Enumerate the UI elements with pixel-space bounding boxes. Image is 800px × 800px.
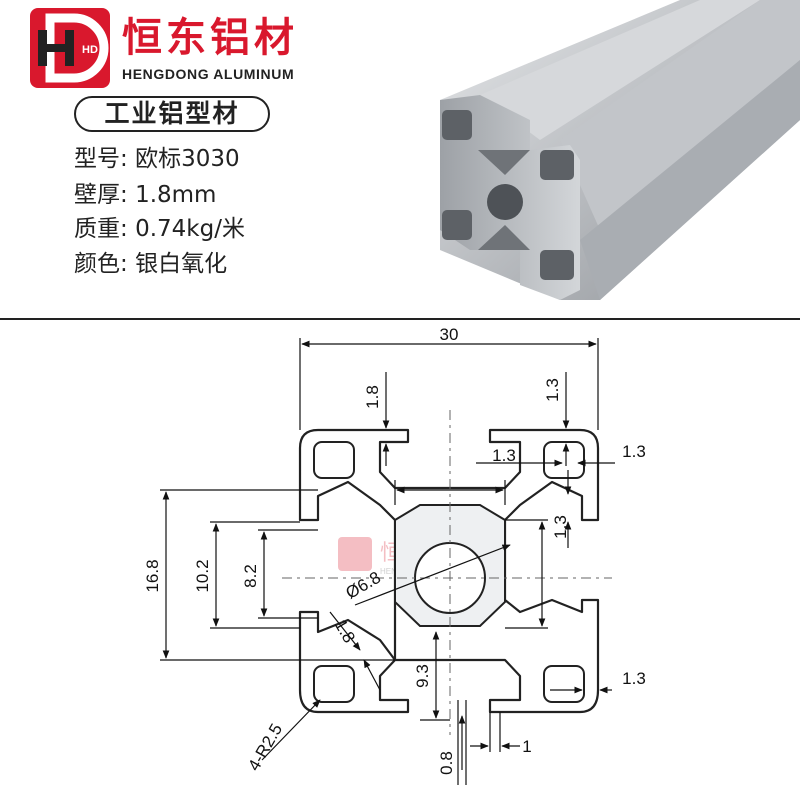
spec-value: 欧标3030: [135, 146, 240, 172]
dim-lip-inner-right: 1.3: [492, 446, 516, 465]
dim-wall-top-left: 1.8: [363, 385, 382, 409]
dim-lip-top-right: 1.3: [543, 378, 562, 402]
dim-width: 30: [440, 325, 459, 344]
dim-slot-side-vertical: 1.3: [551, 515, 570, 539]
spec-model: 型号: 欧标3030: [74, 144, 240, 174]
dim-lip-bottom-right: 1.3: [622, 669, 646, 688]
center-lines: [282, 410, 612, 735]
dim-bottom-gap: 0.8: [437, 751, 456, 775]
dimension-lines: [160, 338, 615, 785]
cross-section-drawing: 恒东铝材 HENGDONG ALUMINUM: [143, 325, 646, 785]
spec-value: 银白氧化: [135, 251, 228, 277]
spec-color: 颜色: 银白氧化: [74, 249, 227, 279]
spec-label: 质重:: [74, 216, 128, 242]
spec-weight: 质重: 0.74kg/米: [74, 214, 245, 244]
product-category-label: 工业铝型材: [74, 96, 270, 132]
dim-bottom-width: 1: [522, 737, 531, 756]
dim-slot-depth: 9.3: [413, 664, 432, 688]
logo-letters: HD: [82, 44, 98, 56]
dim-overall-height: 16.8: [143, 559, 162, 592]
profile-3d-image: [440, 0, 800, 300]
spec-value: 1.8mm: [135, 182, 217, 208]
spec-wall-thickness: 壁厚: 1.8mm: [74, 180, 216, 210]
spec-label: 型号:: [74, 146, 128, 172]
brand-name-en: HENGDONG ALUMINUM: [122, 66, 295, 82]
dim-corner-radius: 4-R2.5: [244, 720, 286, 774]
dim-center-hole: Ø6.8: [343, 568, 384, 603]
dim-slot-height: 10.2: [193, 559, 212, 592]
dim-slot-opening: 8.2: [241, 564, 260, 588]
profile-cavities: [313, 441, 585, 703]
spec-value: 0.74kg/米: [135, 216, 245, 242]
dim-lip-side-right: 1.3: [622, 442, 646, 461]
brand-name-cn: 恒东铝材: [122, 15, 298, 61]
spec-label: 壁厚:: [74, 182, 128, 208]
brand-logo: HD: [30, 8, 110, 88]
section-divider: [0, 318, 800, 320]
spec-label: 颜色:: [74, 251, 128, 277]
